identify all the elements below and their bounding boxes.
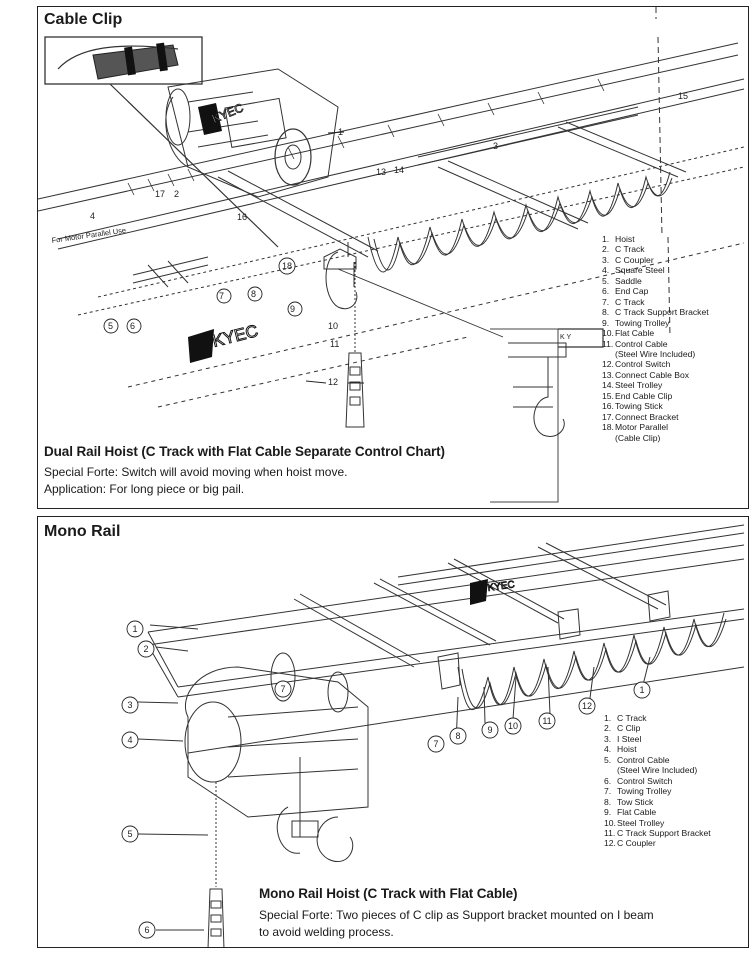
legend-item: 7.C Track xyxy=(602,296,645,307)
caption-line: to avoid welding process. xyxy=(259,925,394,939)
legend-item: 11.Control Cable xyxy=(602,338,668,349)
legend-item: 9.Towing Trolley xyxy=(602,317,670,328)
legend-item: 18.Motor Parallel xyxy=(602,422,669,433)
legend-item: 4.Hoist xyxy=(604,744,637,755)
callout-3: 3 xyxy=(127,700,132,710)
svg-text:KYEC: KYEC xyxy=(210,321,260,351)
legend-item: 7.Towing Trolley xyxy=(604,786,672,797)
callout-7b: 7 xyxy=(280,684,285,694)
legend-item: 8.C Track Support Bracket xyxy=(602,307,709,318)
brand-logo-hoist xyxy=(198,103,222,135)
callout-5: 5 xyxy=(108,321,113,331)
legend-item: 16.Towing Stick xyxy=(602,401,663,412)
legend-item: 1.C Track xyxy=(604,713,647,723)
legend-item: 6.Control Switch xyxy=(604,775,673,786)
callout-3: 3 xyxy=(493,141,498,151)
callout-10: 10 xyxy=(508,721,518,731)
callout-11: 11 xyxy=(542,716,551,726)
callout-9: 9 xyxy=(487,725,492,735)
caption-title: Mono Rail Hoist (C Track with Flat Cable… xyxy=(259,886,518,901)
legend-item: 1.Hoist xyxy=(602,234,635,244)
callout-16: 16 xyxy=(237,212,247,222)
callout-12: 12 xyxy=(328,377,338,387)
svg-text:KYEC: KYEC xyxy=(487,579,516,594)
mono-rail-panel: KYEC 1 2 3 4 5 6 7 8 9 xyxy=(37,516,749,948)
callout-18: 18 xyxy=(282,261,292,271)
dual-rail-panel: KYEC KYEC For Motor Parallel Use K Y 1 2… xyxy=(37,6,749,509)
callout-8: 8 xyxy=(455,731,460,741)
legend-item: 3.C Coupler xyxy=(602,254,654,265)
brand-logo-rail: KYEC xyxy=(188,321,260,363)
caption-line: Special Forte: Two pieces of C clip as S… xyxy=(259,908,654,922)
legend-item: 12.C Coupler xyxy=(604,838,656,849)
inset-label: K Y xyxy=(560,334,571,341)
legend-item: (Steel Wire Included) xyxy=(615,348,696,359)
legend-item: 11.C Track Support Bracket xyxy=(604,827,711,838)
callout-15: 15 xyxy=(678,91,688,101)
legend-item: 6.End Cap xyxy=(602,286,649,297)
callout-10: 10 xyxy=(328,321,338,331)
callout-8: 8 xyxy=(251,289,256,299)
dual-rail-hoist-drawing: KYEC KYEC For Motor Parallel Use K Y 1 2… xyxy=(38,7,745,503)
legend-item: (Cable Clip) xyxy=(615,432,661,443)
callout-17: 17 xyxy=(155,189,165,199)
callout-4: 4 xyxy=(90,211,95,221)
callout-6: 6 xyxy=(130,321,135,331)
callout-7: 7 xyxy=(433,739,438,749)
legend-item: 3.I Steel xyxy=(604,733,642,744)
legend-item: (Steel Wire Included) xyxy=(617,765,698,776)
callout-2: 2 xyxy=(174,189,179,199)
legend-item: 2.C Track xyxy=(602,244,645,255)
callout-7: 7 xyxy=(219,291,224,301)
caption-title: Dual Rail Hoist (C Track with Flat Cable… xyxy=(44,444,445,459)
callout-1b: 1 xyxy=(639,685,644,695)
caption-line: Application: For long piece or big pail. xyxy=(44,482,245,496)
callout-4: 4 xyxy=(127,735,132,745)
callout-9: 9 xyxy=(290,304,295,314)
legend-item: 2.C Clip xyxy=(604,723,641,734)
legend: 1.C Track 2.C Clip 3.I Steel 4.Hoist 5.C… xyxy=(604,713,711,849)
callout-1: 1 xyxy=(132,624,137,634)
callout-12: 12 xyxy=(582,701,592,711)
legend-item: 10.Flat Cable xyxy=(602,328,655,339)
legend-item: 15.End Cable Clip xyxy=(602,390,673,401)
callout-6: 6 xyxy=(144,925,149,935)
panel-title: Mono Rail xyxy=(44,523,121,540)
legend-item: 12.Control Switch xyxy=(602,359,671,370)
legend-item: 9.Flat Cable xyxy=(604,807,657,818)
callout-13: 13 xyxy=(376,167,386,177)
callout-2: 2 xyxy=(143,644,148,654)
legend: 1.Hoist 2.C Track 3.C Coupler 4.Square S… xyxy=(602,234,709,443)
legend-item: 17.Connect Bracket xyxy=(602,411,679,422)
caption-line: Special Forte: Switch will avoid moving … xyxy=(44,465,348,479)
legend-item: 8.Tow Stick xyxy=(604,796,654,807)
callout-5: 5 xyxy=(127,829,132,839)
legend-item: 10.Steel Trolley xyxy=(604,817,665,828)
mono-rail-hoist-drawing: KYEC 1 2 3 4 5 6 7 8 9 xyxy=(121,524,745,947)
legend-item: 13.Connect Cable Box xyxy=(602,369,690,380)
callout-11: 11 xyxy=(330,339,339,349)
legend-item: 5.Control Cable xyxy=(604,754,670,765)
legend-item: 5.Saddle xyxy=(602,275,642,286)
callout-14: 14 xyxy=(394,165,404,175)
legend-item: 4.Square Steel xyxy=(602,265,665,276)
panel-title: Cable Clip xyxy=(44,11,123,28)
legend-item: 14.Steel Trolley xyxy=(602,380,663,391)
brand-logo-track: KYEC xyxy=(470,579,516,605)
